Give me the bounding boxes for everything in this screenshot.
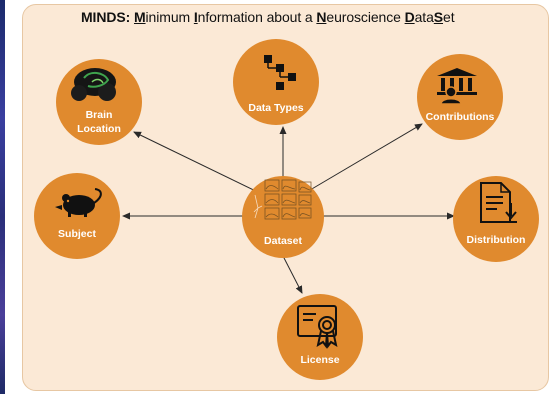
diagram-title: MINDS: Minimum Information about a Neuro… [81,9,455,25]
node-dataset: Dataset [242,176,324,258]
arrow-to-contributions [304,123,423,194]
brain-icon [71,68,116,101]
node-brain-location: Brain Location [56,59,142,145]
node-subject: Subject [34,173,120,259]
title-prefix: MINDS: [81,9,131,25]
data-types-label: Data Types [248,102,303,114]
node-data-types: Data Types [233,39,319,125]
title-part-3: Neuroscience [316,9,405,25]
license-label: License [300,354,339,366]
institution-person-icon [437,68,477,105]
node-distribution: Distribution [453,176,539,262]
window-edge [0,0,5,394]
distribution-label: Distribution [467,234,526,246]
contributions-label: Contributions [426,111,495,123]
node-license: License [277,294,363,380]
certificate-icon [297,305,338,349]
dataset-label: Dataset [264,235,302,247]
title-part-2: Information about a [193,9,317,25]
brain-location-label-line2: Location [77,123,121,135]
node-contributions: Contributions [417,54,503,140]
title-part-1: Minimum [133,9,194,25]
dataset-plots-icon [253,179,312,220]
connectors [122,123,455,294]
hierarchy-icon [264,55,296,90]
mouse-icon [55,188,102,217]
title-part-4: Data [404,9,434,25]
subject-label: Subject [58,228,96,240]
brain-location-label-line1: Brain [86,109,113,121]
document-download-icon [480,182,517,223]
title-part-5: Set [433,9,455,25]
arrow-to-brain-location [133,131,267,197]
arrow-to-license [282,255,303,294]
